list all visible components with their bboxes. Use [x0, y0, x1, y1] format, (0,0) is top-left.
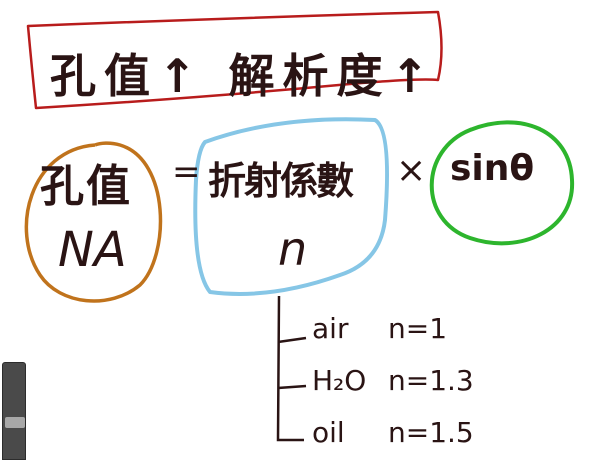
- na-circle: [24, 141, 163, 303]
- times-sign: ×: [396, 150, 427, 191]
- title-text: 孔值↑ 解析度↑: [50, 49, 438, 103]
- refractive-index-label: 折射係數: [208, 159, 354, 203]
- medium-name: air: [312, 312, 349, 345]
- na-label: 孔值: [40, 161, 132, 212]
- tree-trunk: [276, 295, 304, 442]
- tree-branch-air: [277, 336, 307, 344]
- tree-branch-h2o: [277, 384, 307, 390]
- zoom-slider[interactable]: [2, 362, 26, 460]
- equals-sign: =: [172, 152, 201, 192]
- medium-value: n=1: [388, 312, 448, 345]
- title-box: [26, 10, 443, 110]
- sin-circle: [429, 120, 575, 246]
- medium-value: n=1.3: [388, 364, 474, 397]
- medium-value: n=1.5: [388, 416, 474, 449]
- medium-name: oil: [312, 416, 345, 449]
- sin-theta: sinθ: [450, 148, 535, 189]
- n-symbol: n: [278, 222, 308, 276]
- medium-name: H₂O: [312, 364, 367, 397]
- slider-thumb[interactable]: [5, 417, 25, 428]
- refractive-index-box: [193, 117, 390, 296]
- na-symbol: NA: [58, 222, 127, 278]
